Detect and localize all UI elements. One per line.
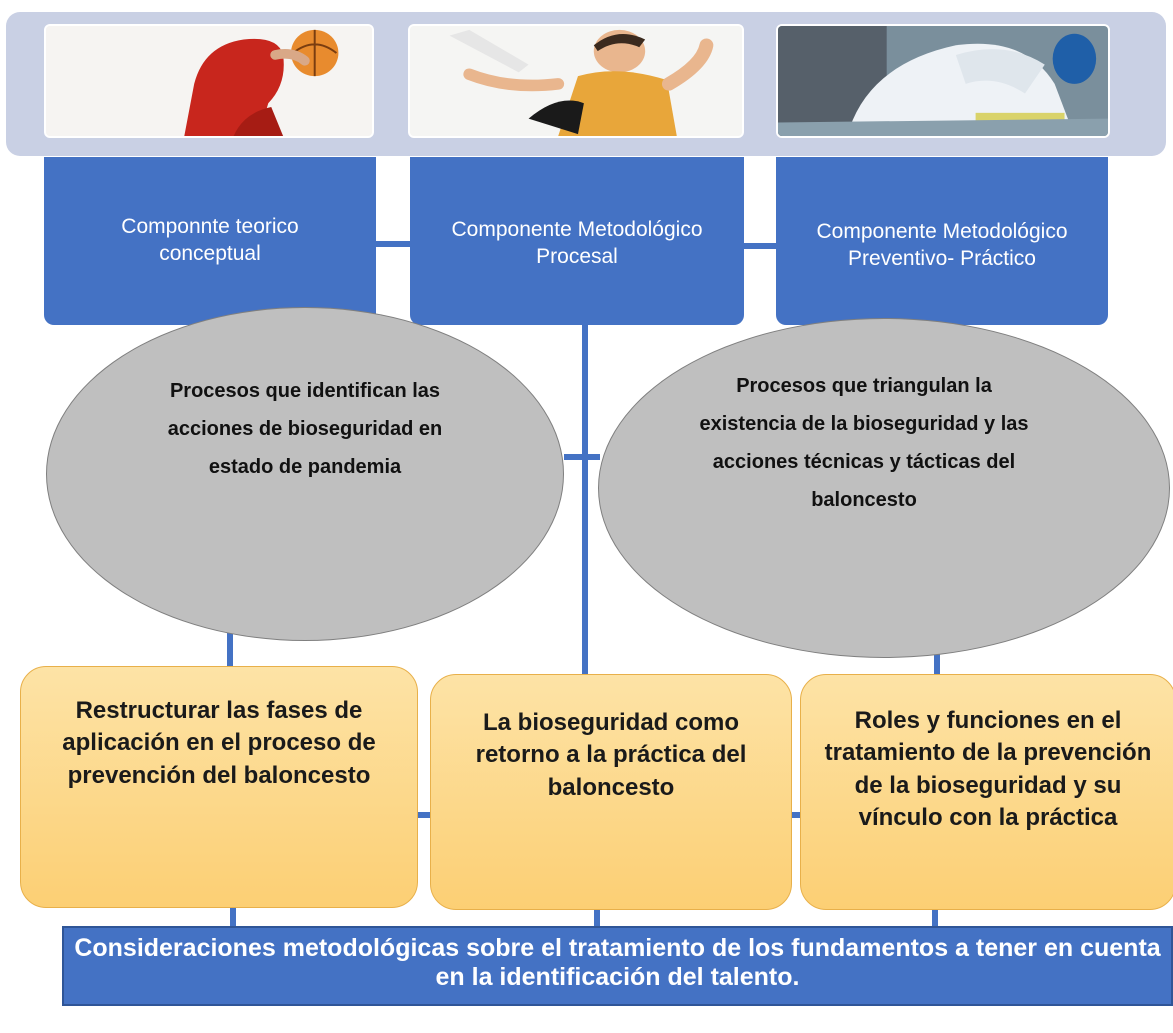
connector-left-vertical — [227, 628, 233, 670]
connector-gold1-gold2 — [418, 812, 432, 818]
connector-comp2-comp3 — [744, 243, 776, 249]
action-box-restructurar: Restructurar las fases de aplicación en … — [20, 666, 418, 908]
component-label: Componente Metodológico Preventivo- Prác… — [816, 220, 1068, 270]
basketball-dunk-player-image — [408, 24, 744, 138]
process-ellipse-identifican: Procesos que identifican las acciones de… — [46, 307, 564, 641]
action-box-roles-funciones: Roles y funciones en el tratamiento de l… — [800, 674, 1173, 910]
process-text: Procesos que triangulan la existencia de… — [699, 375, 1029, 511]
process-ellipse-triangulan: Procesos que triangulan la existencia de… — [598, 318, 1170, 658]
connector-gold2-gold3 — [792, 812, 802, 818]
connector-comp1-comp2 — [376, 241, 410, 247]
process-text: Procesos que identifican las acciones de… — [167, 380, 443, 478]
connector-center-vertical — [582, 325, 588, 675]
component-label: Componnte teorico conceptual — [121, 215, 299, 265]
component-label: Componente Metodológico Procesal — [451, 218, 703, 268]
connector-bottom-right — [932, 908, 938, 926]
component-metodologico-preventivo: Componente Metodológico Preventivo- Prác… — [776, 157, 1108, 325]
connector-ellipse-horizontal — [564, 454, 600, 460]
component-metodologico-procesal: Componente Metodológico Procesal — [410, 157, 744, 325]
biosafety-laboratory-image — [776, 24, 1110, 138]
action-text: Restructurar las fases de aplicación en … — [62, 697, 376, 789]
conclusion-banner: Consideraciones metodológicas sobre el t… — [62, 926, 1173, 1006]
connector-bottom-center — [594, 908, 600, 926]
connector-bottom-left — [230, 906, 236, 926]
component-teorico-conceptual: Componnte teorico conceptual — [44, 157, 376, 325]
action-box-bioseguridad-retorno: La bioseguridad como retorno a la prácti… — [430, 674, 792, 910]
action-text: La bioseguridad como retorno a la prácti… — [475, 709, 747, 801]
basketball-player-red-image — [44, 24, 374, 138]
conclusion-text: Consideraciones metodológicas sobre el t… — [74, 934, 1161, 991]
action-text: Roles y funciones en el tratamiento de l… — [824, 707, 1152, 832]
